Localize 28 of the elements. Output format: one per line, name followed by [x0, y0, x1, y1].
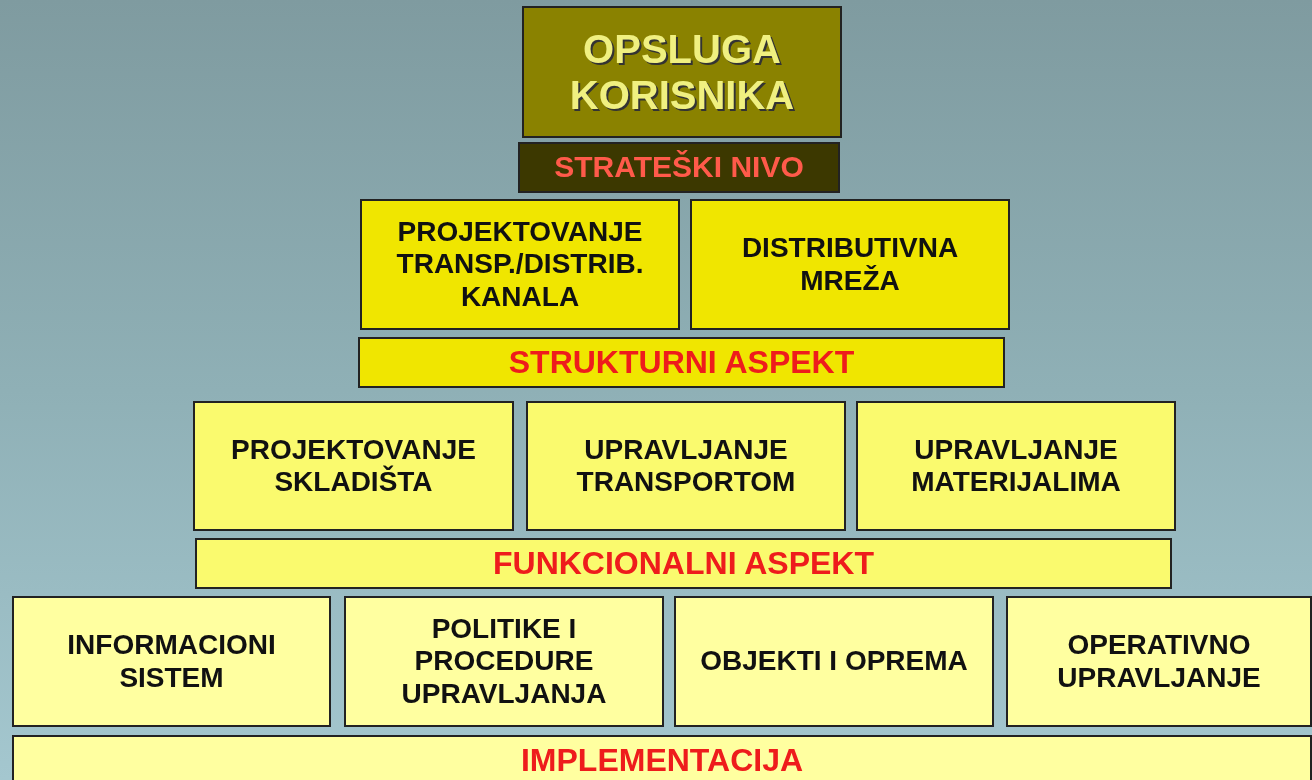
box-label: DISTRIBUTIVNA MREŽA: [740, 232, 960, 297]
box-label: POLITIKE I PROCEDURE UPRAVLJANJA: [400, 613, 608, 710]
box-label: IMPLEMENTACIJA: [520, 741, 804, 779]
box-label: STRUKTURNI ASPEKT: [508, 344, 855, 381]
category-box: [344, 596, 664, 727]
category-box: [1006, 596, 1312, 727]
category-box: [856, 401, 1176, 531]
level-band: [518, 142, 840, 193]
level-band: [12, 735, 1312, 780]
level-band: [195, 538, 1172, 589]
box-label: OPSLUGA KORISNIKA: [568, 26, 796, 118]
box-label: OPERATIVNO UPRAVLJANJE: [1056, 629, 1262, 694]
box-label: STRATEŠKI NIVO: [554, 150, 804, 185]
box-label: UPRAVLJANJE MATERIJALIMA: [910, 433, 1122, 499]
box-label: UPRAVLJANJE TRANSPORTOM: [575, 433, 797, 499]
level-band: [358, 337, 1005, 388]
category-box: [12, 596, 331, 727]
category-box: [526, 401, 846, 531]
category-box: [674, 596, 994, 727]
title-box: [522, 6, 842, 138]
box-label: OBJEKTI I OPREMA: [700, 645, 968, 678]
category-box: [193, 401, 514, 531]
box-label: INFORMACIONI SISTEM: [66, 629, 277, 694]
box-label: FUNKCIONALNI ASPEKT: [493, 545, 874, 582]
category-box: [360, 199, 680, 330]
box-label: PROJEKTOVANJE SKLADIŠTA: [230, 433, 477, 499]
box-label: PROJEKTOVANJE TRANSP./DISTRIB. KANALA: [395, 216, 645, 313]
category-box: [690, 199, 1010, 330]
